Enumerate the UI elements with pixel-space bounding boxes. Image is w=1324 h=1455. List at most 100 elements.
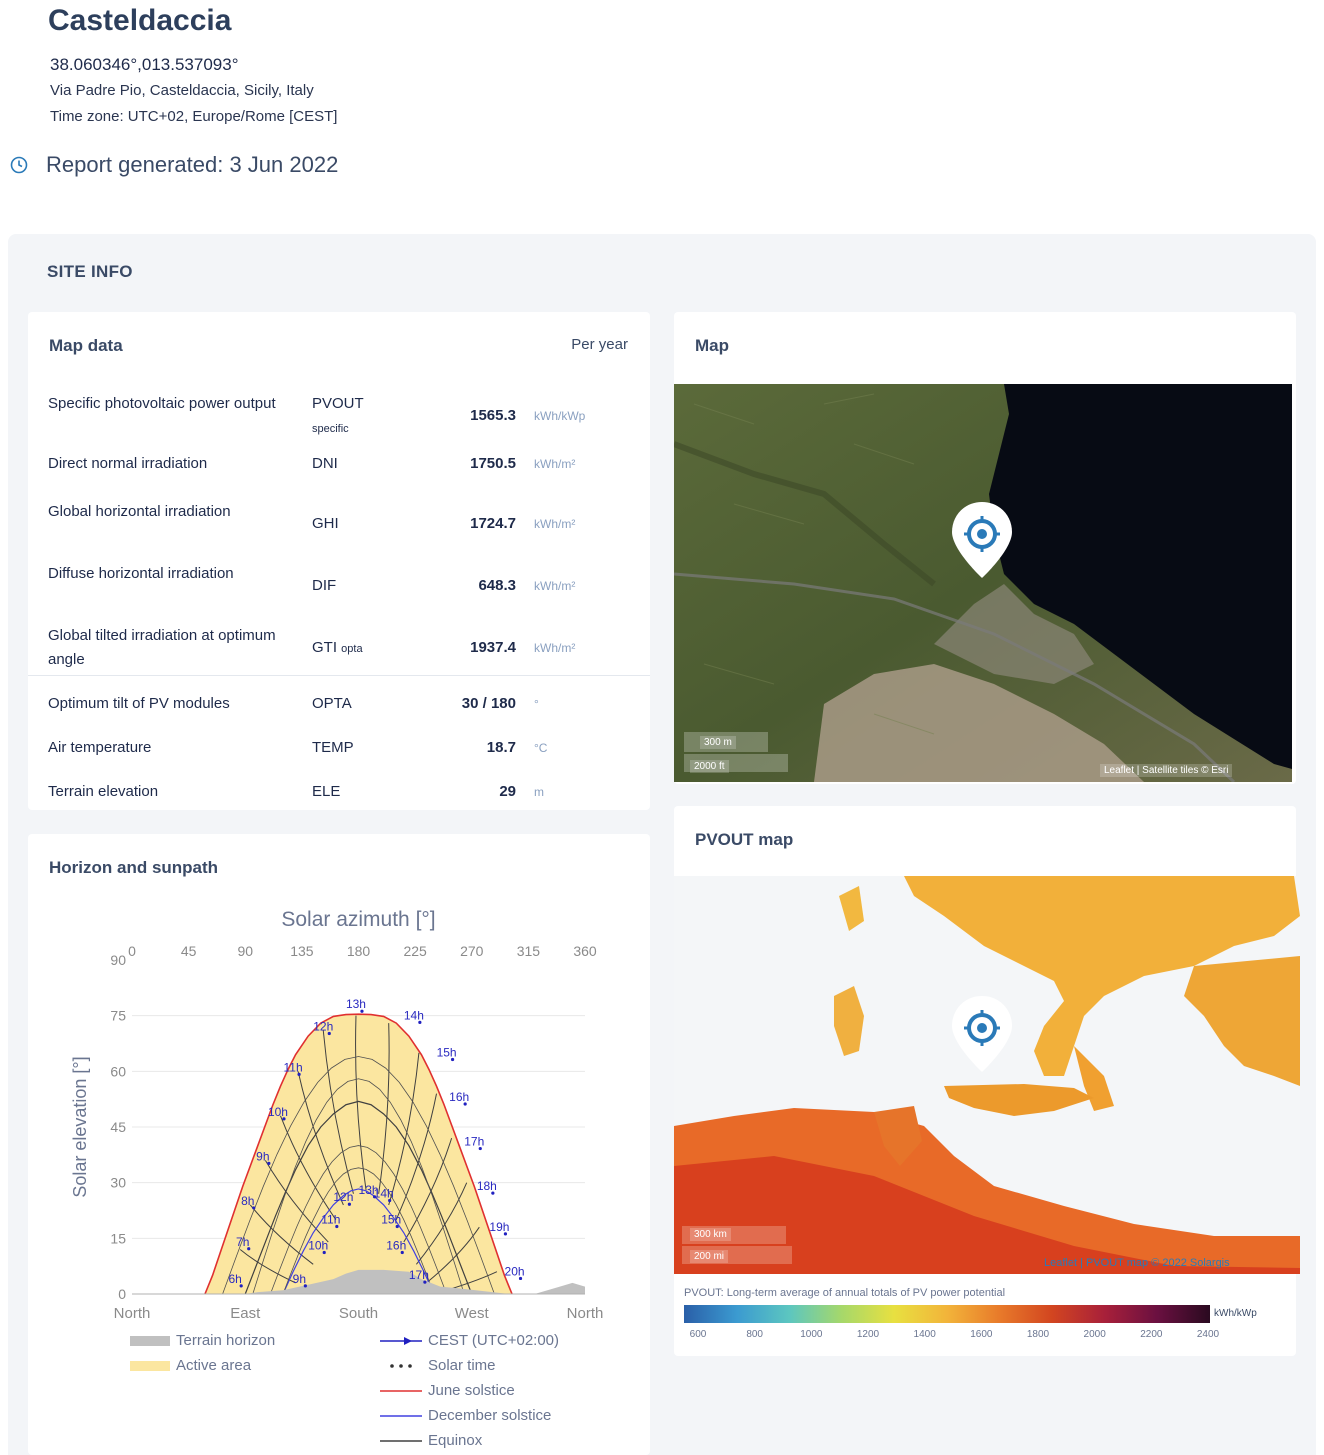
scale-tick-label: 1400	[913, 1329, 936, 1340]
row-abbreviation: DNI	[312, 455, 338, 472]
legend-equinox: Equinox	[380, 1432, 482, 1449]
hour-label: 9h	[293, 1272, 306, 1286]
scale-tick-label: 1000	[800, 1329, 823, 1340]
map-title: Map	[695, 336, 729, 355]
hour-label: 14h	[404, 1008, 424, 1022]
solar-swatch	[390, 1363, 412, 1368]
legend-solar: Solar time	[380, 1357, 496, 1374]
pvout-map-title: PVOUT map	[695, 830, 794, 849]
row-unit: kWh/m²	[534, 517, 576, 531]
site-info-title: SITE INFO	[47, 262, 133, 281]
location-pin-icon	[952, 996, 1012, 1072]
hour-marker	[360, 1009, 364, 1013]
row-label: Optimum tilt of PV modules	[48, 695, 230, 712]
scale-tick-label: 2000	[1083, 1329, 1106, 1340]
row-label: Global tilted irradiation at optimum ang…	[48, 627, 276, 668]
y-tick-label: 90	[110, 952, 126, 968]
row-unit: m	[534, 785, 544, 799]
legend-terrain: Terrain horizon	[130, 1332, 275, 1349]
hour-label: 13h	[359, 1183, 379, 1197]
hour-label: 12h	[313, 1020, 333, 1034]
hour-marker	[400, 1250, 404, 1255]
scale-tick-label: 600	[689, 1329, 707, 1340]
hour-marker	[463, 1102, 467, 1106]
row-label: Global horizontal irradiation	[48, 503, 231, 520]
row-unit: °	[534, 697, 539, 711]
sunpath-chart: Solar azimuth [°]6h7h8h9h10h11h12h13h14h…	[70, 908, 603, 1322]
series-line-2	[282, 1188, 435, 1295]
hour-label: 15h	[437, 1045, 457, 1059]
location-pin-icon	[952, 502, 1012, 578]
hour-marker	[335, 1224, 339, 1229]
x-tick-label: 360	[573, 943, 597, 959]
hour-label: 12h	[333, 1190, 353, 1204]
site-timezone: Time zone: UTC+02, Europe/Rome [CEST]	[50, 108, 338, 125]
scale-tick-label: 2200	[1140, 1329, 1163, 1340]
row-value: 1565.3	[470, 407, 516, 424]
row-abbreviation: ELE	[312, 783, 341, 800]
terrain-horizon	[132, 1269, 585, 1294]
x-tick-label: 180	[347, 943, 371, 959]
hour-marker	[491, 1191, 495, 1195]
active-swatch	[130, 1360, 170, 1371]
scale-tick-label: 800	[746, 1329, 763, 1340]
day-path	[282, 1167, 435, 1295]
row-abbreviation: GHI	[312, 515, 339, 532]
satellite-map[interactable]	[674, 384, 1292, 782]
report-generated-text: Report generated: 3 Jun 2022	[46, 152, 339, 177]
hour-line	[297, 1071, 344, 1206]
pvout-unit: kWh/kWp	[1214, 1308, 1257, 1319]
hour-marker	[518, 1276, 523, 1281]
hour-label: 13h	[346, 997, 366, 1011]
pvout-caption: PVOUT: Long-term average of annual total…	[684, 1287, 1006, 1299]
hour-label: 6h	[229, 1272, 242, 1286]
cest-swatch	[380, 1336, 422, 1345]
hour-marker	[303, 1284, 307, 1288]
hour-line	[415, 1182, 468, 1265]
hour-line	[395, 1093, 438, 1220]
hour-label: 19h	[489, 1220, 509, 1234]
hour-marker	[327, 1031, 331, 1036]
day-path	[222, 1056, 495, 1295]
compass-label: East	[230, 1305, 261, 1322]
row-abbreviation: DIF	[312, 577, 337, 594]
x-tick-label: 0	[128, 943, 136, 959]
y-tick-label: 15	[110, 1230, 126, 1246]
map-scale-metric: 300 m	[700, 736, 736, 749]
hour-line	[388, 1052, 420, 1206]
row-label: Air temperature	[48, 739, 152, 756]
report-generated: Report generated: 3 Jun 2022	[10, 152, 338, 178]
legend-december: December solstice	[380, 1407, 551, 1424]
site-name: Casteldaccia	[48, 4, 232, 37]
map-attribution[interactable]: Leaflet | Satellite tiles © Esri	[1100, 764, 1233, 777]
scale-tick-label: 1600	[970, 1329, 993, 1340]
hour-line	[378, 1023, 390, 1194]
hour-label: 17h	[409, 1268, 429, 1282]
day-path	[270, 1145, 447, 1295]
pvout-map[interactable]	[674, 876, 1300, 1274]
hour-line	[403, 1137, 453, 1243]
row-value: 1937.4	[470, 639, 516, 656]
series-line-0	[204, 1013, 513, 1295]
y-tick-label: 75	[110, 1008, 126, 1024]
day-path	[252, 1078, 465, 1295]
y-axis-label: Solar elevation [°]	[70, 1056, 90, 1197]
hour-marker	[322, 1250, 326, 1255]
row-abbreviation: OPTA	[312, 695, 352, 712]
hour-label: 10h	[268, 1105, 288, 1119]
hour-marker	[450, 1057, 455, 1062]
hour-label: 17h	[464, 1135, 484, 1149]
scale-tick-label: 2400	[1196, 1329, 1220, 1340]
hour-marker	[247, 1247, 251, 1251]
scale-tick-label: 1200	[856, 1329, 880, 1340]
row-unit: kWh/m²	[534, 457, 576, 471]
compass-label: South	[339, 1305, 378, 1322]
row-label: Direct normal irradiation	[48, 455, 208, 472]
compass-label: West	[455, 1305, 490, 1322]
row-abbreviation: GTI opta	[312, 639, 363, 656]
x-tick-label: 270	[460, 943, 484, 959]
horizon-title: Horizon and sunpath	[49, 858, 219, 877]
pvout-attribution[interactable]: Leaflet | PVOUT map © 2022 Solargis	[1044, 1257, 1230, 1269]
